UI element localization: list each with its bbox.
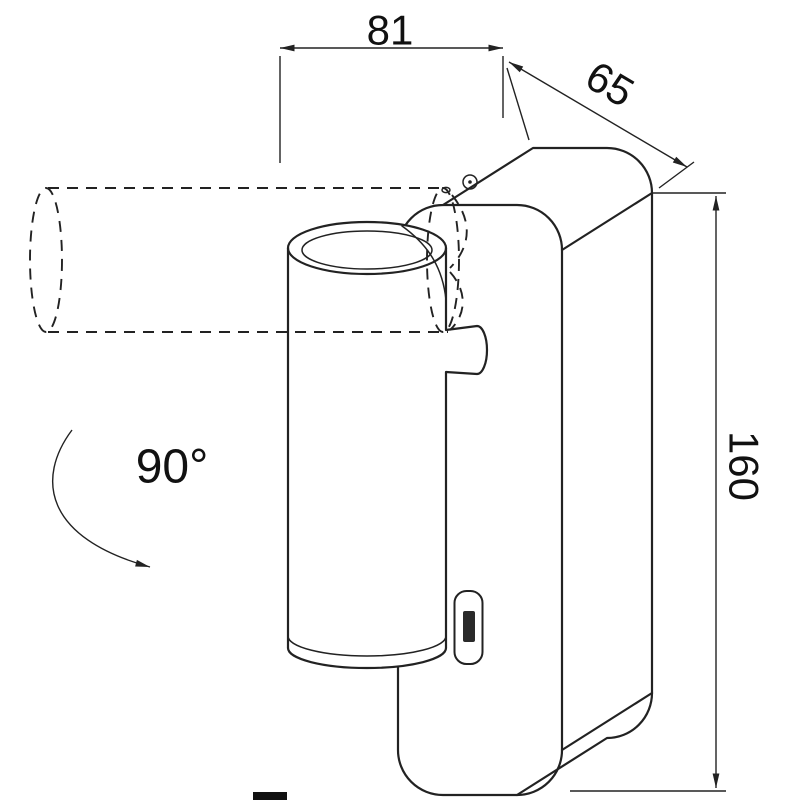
rotated-pivot-curve-lower — [449, 271, 464, 331]
power-switch-toggle — [463, 611, 475, 642]
pivot-knob — [445, 324, 489, 376]
small-top-face-hole — [441, 186, 451, 194]
rotation-angle-label: 90° — [136, 441, 209, 494]
rotation-annotation: 90° — [52, 429, 209, 568]
width-dimension-label: 81 — [367, 7, 414, 54]
wall-plate-bottom-receding-edge — [560, 691, 654, 752]
bottom-edge-mark — [253, 792, 287, 800]
lamp-cylinder — [286, 220, 448, 670]
rotated-cylinder-left-cap — [29, 187, 63, 333]
depth-dimension-line — [508, 61, 688, 168]
rotated-pivot-curve-upper — [449, 194, 468, 269]
pivot-knob-body — [445, 324, 489, 376]
mounting-hole — [462, 174, 478, 190]
rotation-arrow — [52, 429, 151, 568]
lamp-cylinder-cut-curve — [401, 225, 447, 301]
lamp-cylinder-bottom-band — [287, 635, 447, 657]
lamp-cylinder-top-rim-inner — [301, 230, 433, 270]
rotated-position-dashed-outline — [29, 187, 468, 333]
dimension-height: 160 — [570, 192, 768, 792]
mounting-hole-center — [468, 180, 472, 184]
wall-plate-top-receding-edge — [560, 191, 654, 252]
depth-extension-line-left — [506, 67, 530, 141]
height-dimension-label: 160 — [721, 431, 768, 501]
dimension-width: 81 — [279, 7, 504, 163]
power-switch — [453, 590, 484, 665]
lamp-cylinder-bottom-edge — [286, 646, 448, 670]
rotated-cylinder-right-cap — [426, 187, 460, 333]
lamp-cylinder-fill — [288, 222, 446, 668]
dimension-depth: 65 — [506, 52, 695, 189]
lamp-cylinder-top-rim-outer — [286, 220, 448, 276]
depth-dimension-label: 65 — [578, 52, 642, 116]
depth-extension-line-right — [658, 161, 695, 189]
